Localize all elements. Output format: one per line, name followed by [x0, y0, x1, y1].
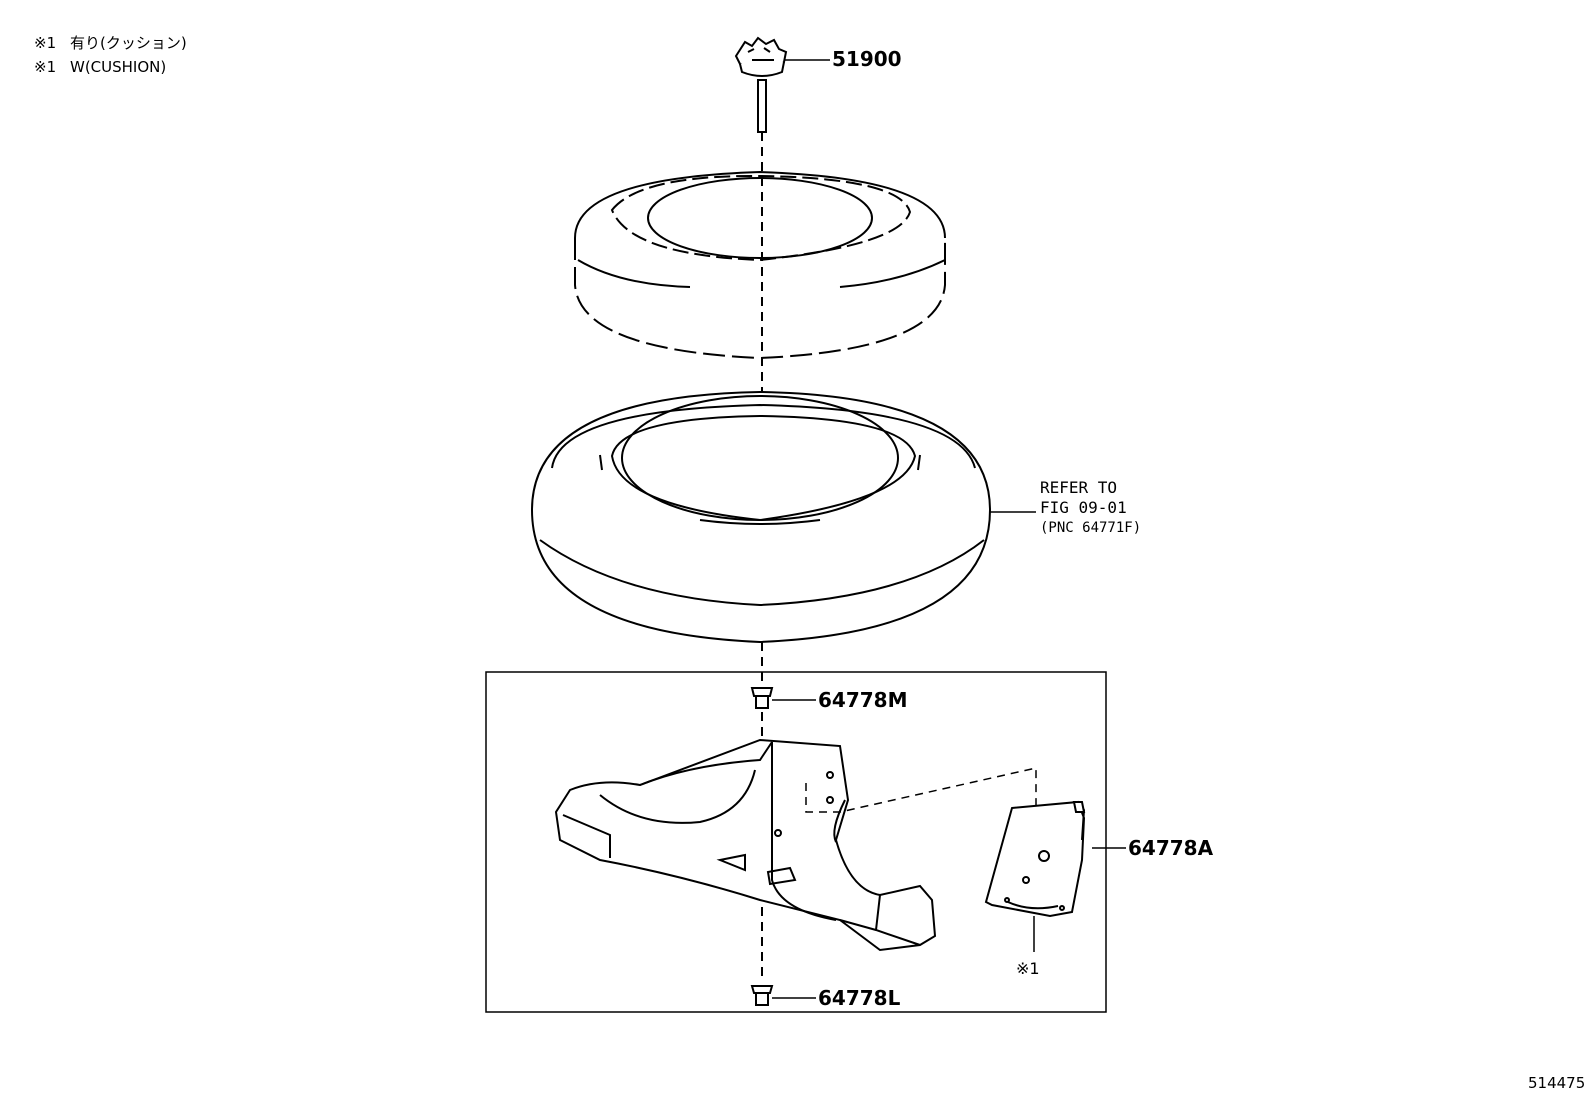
- callout-64778a[interactable]: 64778A: [1128, 836, 1214, 860]
- callout-64778l[interactable]: 64778L: [818, 986, 901, 1010]
- reference-note: REFER TO FIG 09-01 (PNC 64771F): [1040, 478, 1141, 536]
- clip-64778l[interactable]: [750, 985, 774, 1006]
- clip-64778m[interactable]: [750, 687, 774, 709]
- lower-tire: [530, 390, 992, 644]
- reference-line3: (PNC 64771F): [1040, 520, 1141, 536]
- spare-tire-tray[interactable]: [554, 738, 937, 952]
- note-mark-en: ※1: [34, 58, 56, 76]
- note-jp: 有り(クッション): [70, 34, 187, 52]
- upper-tire: [574, 170, 946, 360]
- note-en: W(CUSHION): [70, 58, 166, 76]
- cushion-pad[interactable]: [984, 800, 1086, 918]
- notes-block: ※1 有り(クッション) ※1 W(CUSHION): [34, 34, 187, 76]
- cushion-mark: ※1: [1016, 959, 1040, 978]
- callout-51900[interactable]: 51900: [832, 47, 902, 71]
- illustration-id: 514475: [1528, 1074, 1585, 1092]
- reference-line2: FIG 09-01: [1040, 498, 1127, 517]
- note-mark-jp: ※1: [34, 34, 56, 52]
- cushion-assembly-line: [805, 767, 1037, 830]
- subassembly-frame: [485, 671, 1107, 1013]
- hold-down-cap[interactable]: [734, 36, 788, 133]
- reference-line1: REFER TO: [1040, 478, 1117, 497]
- callout-64778m[interactable]: 64778M: [818, 688, 907, 712]
